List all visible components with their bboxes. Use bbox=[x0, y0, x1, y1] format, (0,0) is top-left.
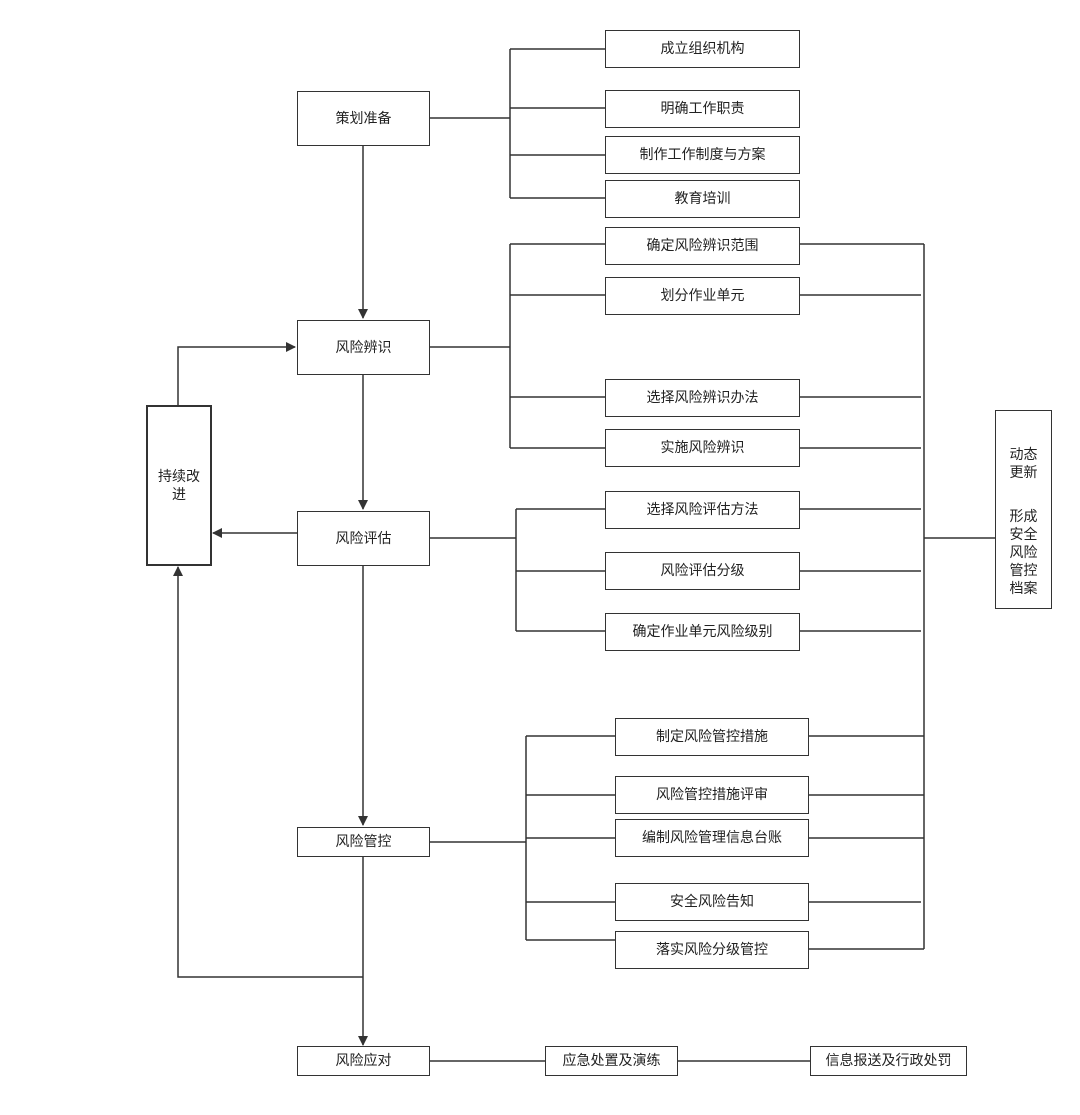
identification-item: 确定风险辨识范围 bbox=[605, 227, 800, 265]
control-item: 风险管控措施评审 bbox=[615, 776, 809, 814]
arrow-control-to-improvement bbox=[173, 566, 363, 978]
form-archive-label: 形成 安全 风险 管控 档案 bbox=[1009, 508, 1038, 597]
response-item-report: 信息报送及行政处罚 bbox=[810, 1046, 967, 1076]
planning-item: 成立组织机构 bbox=[605, 30, 800, 68]
dynamic-update-label: 动态 更新 bbox=[1009, 446, 1038, 481]
control-item: 落实风险分级管控 bbox=[615, 931, 809, 969]
archive-box: 动态 更新 形成 安全 风险 管控 档案 bbox=[995, 410, 1052, 609]
step-response: 风险应对 bbox=[297, 1046, 430, 1076]
continuous-improvement-box: 持续改 进 bbox=[146, 405, 212, 566]
control-item: 安全风险告知 bbox=[615, 883, 809, 921]
identification-item: 划分作业单元 bbox=[605, 277, 800, 315]
response-item-drill: 应急处置及演练 bbox=[545, 1046, 678, 1076]
identification-item: 选择风险辨识办法 bbox=[605, 379, 800, 417]
assessment-item: 确定作业单元风险级别 bbox=[605, 613, 800, 651]
step-identification: 风险辨识 bbox=[297, 320, 430, 375]
assessment-item: 选择风险评估方法 bbox=[605, 491, 800, 529]
step-control: 风险管控 bbox=[297, 827, 430, 857]
identification-item: 实施风险辨识 bbox=[605, 429, 800, 467]
planning-item: 制作工作制度与方案 bbox=[605, 136, 800, 174]
step-planning: 策划准备 bbox=[297, 91, 430, 146]
step-assessment: 风险评估 bbox=[297, 511, 430, 566]
planning-item: 明确工作职责 bbox=[605, 90, 800, 128]
arrow-improvement-to-identification bbox=[177, 342, 296, 405]
assessment-item: 风险评估分级 bbox=[605, 552, 800, 590]
control-item: 制定风险管控措施 bbox=[615, 718, 809, 756]
planning-item: 教育培训 bbox=[605, 180, 800, 218]
control-item: 编制风险管理信息台账 bbox=[615, 819, 809, 857]
